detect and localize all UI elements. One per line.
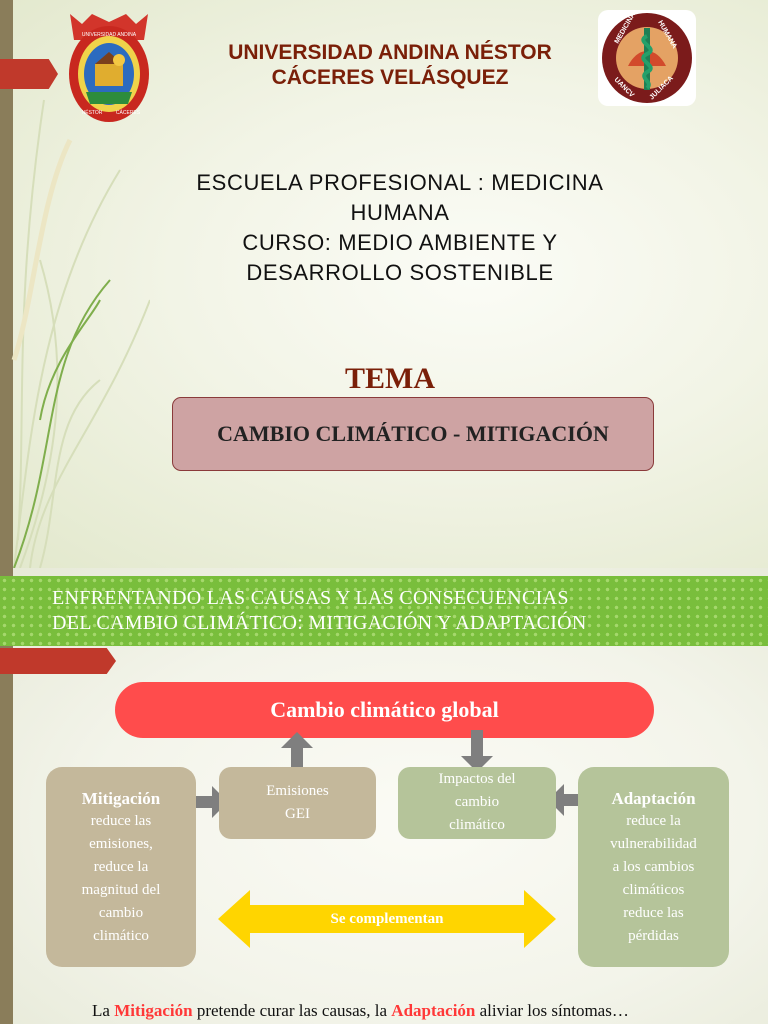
slide-sidebar-strip	[0, 0, 13, 568]
school-course-block: ESCUELA PROFESIONAL : MEDICINA HUMANA CU…	[130, 168, 670, 288]
emissions-line: GEI	[285, 806, 310, 822]
mitigation-heading: Mitigación	[81, 789, 161, 808]
title-slide: UNIVERSIDAD ANDINA NÉSTOR CÁCERES MEDICI…	[0, 0, 768, 568]
mitigation-line: magnitud del	[81, 882, 161, 898]
title-banner: ENFRENTANDO LAS CAUSAS Y LAS CONSECUENCI…	[0, 576, 768, 646]
adaptation-line: vulnerabilidad	[610, 836, 697, 852]
mitigation-adaptation-slide: ENFRENTANDO LAS CAUSAS Y LAS CONSECUENCI…	[0, 568, 768, 1024]
right-arrow-icon	[190, 786, 228, 818]
mitigation-box: Mitigación reduce las emisiones, reduce …	[46, 767, 196, 967]
seal-top-text: UNIVERSIDAD ANDINA	[82, 32, 137, 38]
adaptation-line: reduce la	[626, 813, 681, 829]
banner-line: DEL CAMBIO CLIMÁTICO: MITIGACIÓN Y ADAPT…	[52, 612, 587, 634]
pill-label: Cambio climático global	[270, 697, 499, 722]
school-line: ESCUELA PROFESIONAL : MEDICINA	[196, 170, 604, 195]
banner-line: ENFRENTANDO LAS CAUSAS Y LAS CONSECUENCI…	[52, 587, 569, 609]
global-climate-change-pill: Cambio climático global	[115, 682, 654, 738]
tema-heading: TEMA	[345, 362, 435, 395]
medicine-school-logo: MEDICINA HUMANA UANCV JULIACA	[598, 10, 696, 106]
double-arrow-icon	[218, 890, 556, 948]
course-line: CURSO: MEDIO AMBIENTE Y	[242, 230, 558, 255]
university-title-line: CÁCERES VELÁSQUEZ	[271, 66, 509, 89]
impacts-line: Impactos del	[438, 771, 516, 787]
mitigation-line: reduce la	[93, 859, 149, 875]
emissions-line: Emisiones	[266, 783, 329, 799]
slide-sidebar-strip	[0, 568, 13, 1024]
topic-box: CAMBIO CLIMÁTICO - MITIGACIÓN	[172, 397, 654, 471]
seal-bottom-left-text: NÉSTOR	[82, 109, 103, 116]
impacts-line: cambio	[454, 794, 500, 810]
emissions-box: Emisiones GEI	[219, 767, 376, 839]
school-line: HUMANA	[350, 200, 450, 225]
footer-text: aliviar los síntomas…	[475, 1001, 629, 1020]
adaptation-box: Adaptación reduce la vulnerabilidad a lo…	[578, 767, 729, 967]
adaptation-line: pérdidas	[628, 928, 679, 944]
course-line: DESARROLLO SOSTENIBLE	[246, 260, 554, 285]
footer-mitigation-highlight: Mitigación	[114, 1001, 193, 1020]
university-title: UNIVERSIDAD ANDINA NÉSTOR CÁCERES VELÁSQ…	[150, 40, 630, 90]
footer-text: La	[92, 1001, 115, 1020]
footer-adaptation-highlight: Adaptación	[391, 1001, 476, 1020]
university-seal-logo: UNIVERSIDAD ANDINA NÉSTOR CÁCERES	[62, 10, 157, 125]
footer-text: pretende curar las causas, la	[192, 1001, 392, 1020]
left-arrow-icon	[548, 784, 586, 816]
mitigation-line: emisiones,	[89, 836, 153, 852]
university-title-line: UNIVERSIDAD ANDINA NÉSTOR	[228, 41, 552, 64]
impacts-line: climático	[449, 817, 505, 833]
mitigation-line: reduce las	[90, 813, 152, 829]
mitigation-line: cambio	[98, 905, 144, 921]
up-arrow-icon	[281, 732, 313, 774]
adaptation-line: climáticos	[622, 882, 685, 898]
adaptation-line: a los cambios	[612, 859, 695, 875]
adaptation-heading: Adaptación	[611, 789, 696, 808]
footer-sentence: La Mitigación pretende curar las causas,…	[92, 1001, 629, 1021]
impacts-box: Impactos del cambio climático	[398, 767, 556, 839]
topic-title: CAMBIO CLIMÁTICO - MITIGACIÓN	[217, 421, 609, 446]
adaptation-line: reduce las	[623, 905, 684, 921]
red-tab-marker	[0, 648, 116, 674]
complement-label: Se complementan	[330, 911, 444, 927]
banner-text: ENFRENTANDO LAS CAUSAS Y LAS CONSECUENCI…	[52, 586, 587, 636]
mitigation-line: climático	[93, 928, 149, 944]
down-arrow-icon	[461, 730, 493, 772]
seal-bottom-right-text: CÁCERES	[116, 109, 141, 116]
red-tab-marker	[0, 59, 58, 89]
